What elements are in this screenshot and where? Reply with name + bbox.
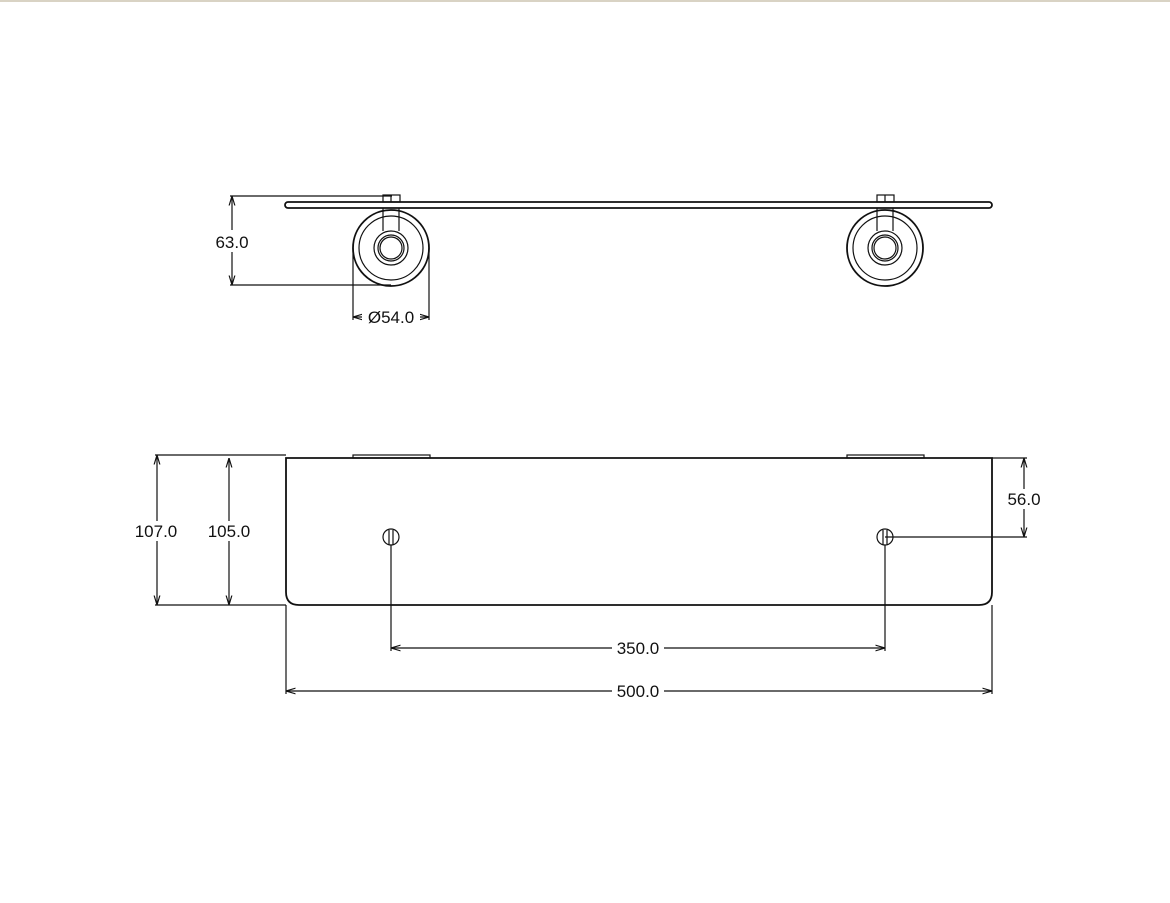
hole-left [382, 528, 400, 546]
bracket-plate-right [846, 454, 925, 459]
top-view: 63.0 Ø54.0 [210, 194, 993, 327]
dim-label-350: 350.0 [617, 639, 660, 658]
shelf-outline [285, 457, 993, 606]
dim-63: 63.0 [210, 195, 392, 286]
dim-107: 107.0 [130, 455, 182, 605]
top-border [0, 0, 1170, 2]
dim-350: 350.0 [390, 545, 886, 658]
dim-diameter: Ø54.0 [352, 248, 430, 327]
dim-105: 105.0 [203, 458, 255, 605]
front-view: 107.0 105.0 56.0 350.0 500.0 [130, 454, 1044, 701]
dim-56: 56.0 [885, 457, 1044, 538]
dim-label-56: 56.0 [1007, 490, 1040, 509]
dim-label-63: 63.0 [215, 233, 248, 252]
glass-shelf-top [284, 201, 993, 209]
dim-label-diameter: Ø54.0 [368, 308, 414, 327]
dim-label-500: 500.0 [617, 682, 660, 701]
dim-500: 500.0 [285, 605, 993, 701]
dim-label-107: 107.0 [135, 522, 178, 541]
dim-label-105: 105.0 [208, 522, 251, 541]
bracket-plate-left [352, 454, 431, 459]
bracket-right [846, 194, 924, 287]
